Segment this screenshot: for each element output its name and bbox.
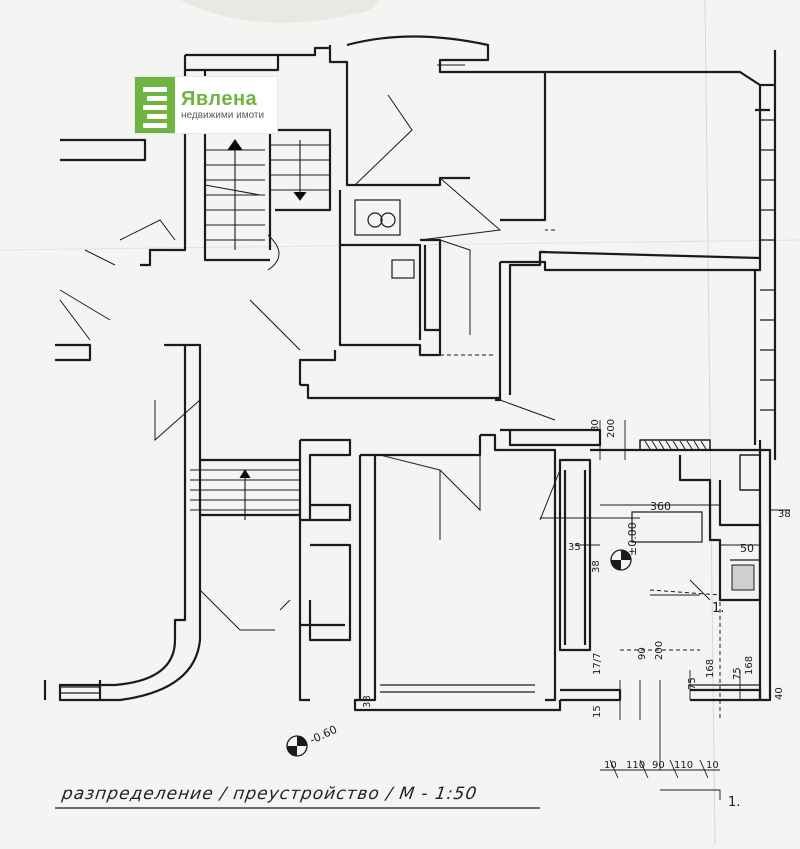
furniture — [631, 511, 760, 561]
dim-90-b: 90 — [652, 760, 665, 771]
plan-caption: разпределение / преустройство / М - 1:50 — [60, 784, 479, 804]
dim-360: 360 — [650, 500, 671, 513]
bathroom-fixtures — [354, 199, 415, 279]
door-swings — [59, 64, 561, 631]
dim-38-column: 38 — [591, 560, 602, 573]
section-mark-upper: 1. — [712, 601, 724, 616]
dim-168-b: 168 — [744, 656, 755, 675]
dimension-lines — [540, 420, 790, 800]
dim-110-b: 110 — [674, 760, 693, 771]
stairs — [190, 139, 330, 520]
level-marker-lower — [286, 735, 308, 757]
dim-38-left: 38 — [362, 695, 373, 708]
dim-10-a: 10 — [604, 760, 617, 771]
dim-200-vertical: 200 — [654, 641, 665, 660]
dim-75: 75 — [687, 677, 698, 690]
dim-200: 200 — [606, 419, 617, 438]
company-logo: Явлена недвижими имоти — [135, 77, 277, 133]
level-marker-floor — [610, 549, 632, 571]
dimension-labels: 80 200 360 38 50 35 38 38 15 17/7 90 200… — [362, 419, 791, 810]
dim-168-a: 168 — [705, 659, 716, 678]
dim-35: 35 — [568, 542, 581, 553]
dim-15: 15 — [592, 705, 603, 718]
logo-icon — [135, 77, 175, 133]
logo-subtitle: недвижими имоти — [181, 110, 265, 121]
dim-75-b: 75 — [732, 667, 743, 680]
section-mark-lower: 1. — [728, 795, 740, 810]
dim-17-7: 17/7 — [592, 653, 603, 675]
windows — [60, 119, 775, 694]
dim-80: 80 — [590, 419, 601, 432]
dim-110: 110 — [626, 760, 645, 771]
dim-10-b: 10 — [706, 760, 719, 771]
logo-name: Явлена — [181, 88, 258, 110]
dim-90: 90 — [637, 647, 648, 660]
hatching — [644, 440, 755, 591]
level-floor-label: ±0.00 — [626, 522, 639, 556]
dim-50: 50 — [740, 542, 754, 555]
dim-40: 40 — [774, 687, 785, 700]
dashed-lines — [440, 229, 721, 720]
dim-38-right: 38 — [778, 509, 791, 520]
